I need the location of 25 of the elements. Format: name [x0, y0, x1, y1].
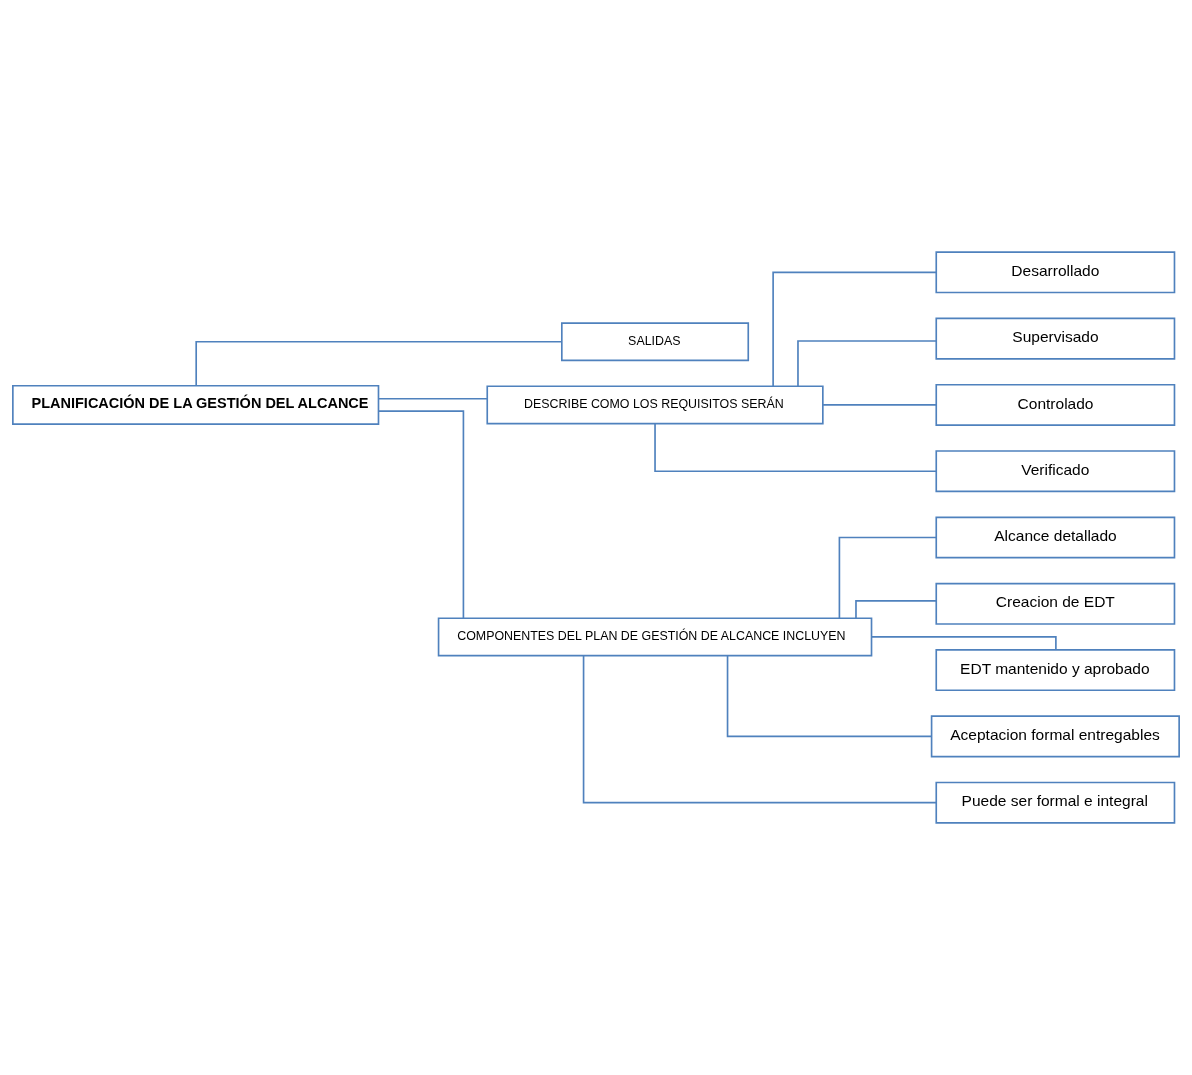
node-box: DESCRIBE COMO LOS REQUISITOS SERÁN [486, 385, 824, 425]
node-box: EDT mantenido y aprobado [935, 649, 1176, 692]
connector [377, 397, 488, 400]
connector [195, 340, 563, 387]
node-box: Controlado [935, 383, 1176, 426]
node-box: Creacion de EDT [935, 582, 1176, 625]
connector [377, 410, 465, 619]
node-box: Desarrollado [935, 251, 1176, 294]
node-box: PLANIFICACIÓN DE LA GESTIÓN DEL ALCANCE [12, 384, 380, 425]
node-box: SALIDAS [561, 322, 750, 362]
node-box: Verificado [935, 450, 1176, 493]
node-box: Alcance detallado [935, 516, 1176, 559]
connector [772, 271, 937, 388]
connector [822, 404, 937, 406]
connector [855, 600, 938, 619]
node-box: Aceptacion formal entregables [930, 715, 1180, 758]
node-box: Supervisado [935, 317, 1176, 360]
connector [838, 536, 937, 620]
node-box: Puede ser formal e integral [935, 781, 1176, 824]
connector [726, 654, 933, 738]
connector [870, 636, 1057, 651]
node-box: COMPONENTES DEL PLAN DE GESTIÓN DE ALCANCE INCLUYEN [437, 617, 873, 657]
connector [654, 422, 937, 473]
connector [582, 654, 937, 804]
connector [797, 340, 937, 387]
